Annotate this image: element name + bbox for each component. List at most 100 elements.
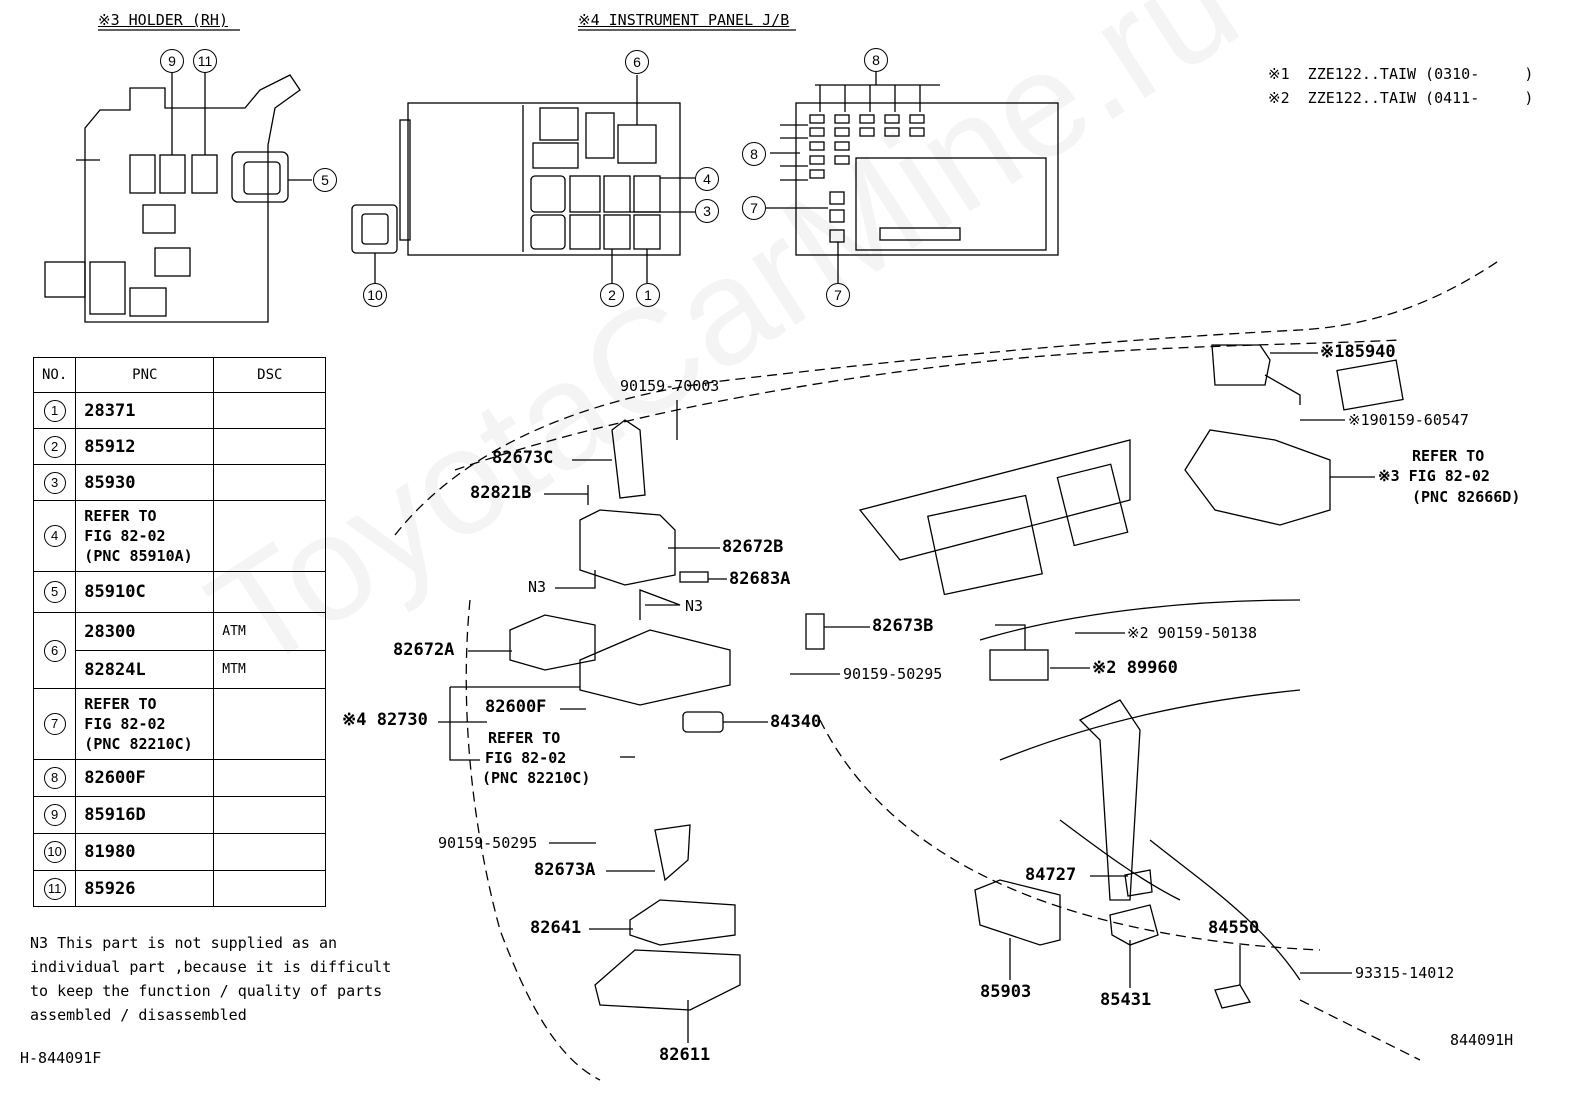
part-93315-14012: 93315-14012 (1355, 964, 1455, 982)
holder-rh-header: ※3 HOLDER (RH) (98, 11, 228, 29)
row-pnc: 85912 (75, 428, 215, 465)
row-pnc: 81980 (75, 833, 215, 871)
callout-2: 2 (600, 283, 624, 307)
row-number: 2 (43, 435, 66, 458)
dashboard-lines (858, 359, 1404, 981)
callout-5: 5 (313, 168, 337, 192)
n3-label-b: N3 (685, 597, 704, 615)
instrument-panel-jb-header: ※4 INSTRUMENT PANEL J/B (578, 11, 790, 29)
n3-label-a: N3 (528, 578, 547, 596)
header-dsc: DSC (213, 357, 327, 393)
row-dsc: MTM (213, 650, 327, 689)
row-pnc: 85910C (75, 571, 215, 613)
part-90159-50295-b: 90159-50295 (438, 834, 538, 852)
callout-7-left: 7 (742, 196, 766, 220)
row-number: 3 (43, 471, 66, 494)
callout-4: 4 (695, 167, 719, 191)
row-number: 5 (43, 581, 66, 603)
part-82672b: 82672B (722, 537, 784, 557)
table-row: 82824L MTM (34, 650, 327, 689)
row-number: 1 (43, 399, 66, 422)
table-row: 3 85930 (32, 464, 327, 501)
refer-pnc-label-b: (PNC 82666D) (1412, 488, 1521, 506)
applicability-note-1: ※1 ZZE122..TAIW (0310- ) (1268, 65, 1534, 83)
callout-10: 10 (363, 283, 387, 307)
row-number: 4 (43, 525, 66, 547)
row-number: 9 (43, 804, 66, 826)
part-90159-50295-a: 90159-50295 (843, 665, 943, 683)
row-number: 6 (43, 639, 66, 662)
row-pnc: 82600F (75, 759, 215, 797)
part-82683a: 82683A (729, 569, 791, 589)
table-row: 10 81980 (32, 833, 327, 871)
parts-table: NO. PNC DSC 1 28371 2 85912 3 85930 4 RE… (32, 357, 327, 907)
header-no: NO. (32, 357, 77, 393)
part-84340: 84340 (770, 712, 822, 732)
row-number: 11 (43, 877, 66, 900)
dashboard-outline (394, 259, 1501, 1081)
row-dsc (213, 464, 327, 501)
part-82821b: 82821B (470, 483, 532, 503)
part-84727: 84727 (1025, 865, 1077, 885)
row-dsc (213, 571, 327, 613)
callout-8-left: 8 (742, 142, 766, 166)
refer-fig-label-b: ※3 FIG 82-02 (1378, 467, 1490, 485)
figure-code-left: H-844091F (20, 1049, 102, 1067)
leader-lines (438, 352, 1375, 1043)
part-90159-60547: ※190159-60547 (1348, 411, 1469, 429)
table-row: 11 85926 (32, 870, 327, 907)
callout-1: 1 (636, 283, 660, 307)
part-82672a: 82672A (393, 640, 455, 660)
row-dsc (213, 796, 327, 834)
row-pnc: 85916D (75, 796, 215, 834)
part-82730: ※4 82730 (342, 710, 428, 730)
row-dsc (213, 500, 327, 572)
part-90159-70003: 90159-70003 (620, 377, 720, 395)
figure-code-right: 844091H (1450, 1031, 1514, 1049)
row-pnc: REFER TO FIG 82-02 (PNC 85910A) (75, 500, 215, 572)
holder-rh-drawing (44, 70, 312, 323)
callout-6: 6 (625, 50, 649, 74)
part-85940: ※185940 (1320, 342, 1396, 362)
callout-7-bottom: 7 (826, 283, 850, 307)
table-row: 5 85910C (32, 571, 327, 613)
row-pnc: 28300 (75, 612, 215, 651)
part-82673c: 82673C (492, 448, 554, 468)
row-number: 8 (43, 767, 66, 789)
row-dsc (213, 428, 327, 465)
part-82673b: 82673B (872, 616, 934, 636)
refer-fig-label: FIG 82-02 (485, 749, 567, 767)
row-number: 10 (43, 841, 66, 863)
table-row: 6 28300 ATM (32, 612, 327, 689)
note-line: N3 This part is not supplied as an (30, 934, 338, 952)
refer-pnc-label: (PNC 82210C) (482, 769, 591, 787)
callout-11: 11 (193, 49, 217, 73)
jb-front-drawing (351, 75, 695, 283)
callout-8-top: 8 (864, 48, 888, 72)
row-pnc: 85926 (75, 870, 215, 907)
table-row: 2 85912 (32, 428, 327, 465)
note-line: individual part ,because it is difficult (30, 958, 392, 976)
part-82673a: 82673A (534, 860, 596, 880)
part-89960: ※2 89960 (1092, 658, 1178, 678)
part-84550: 84550 (1208, 918, 1260, 938)
part-82611: 82611 (659, 1045, 711, 1065)
n3-note: N3 This part is not supplied as an indiv… (30, 931, 391, 1027)
part-82641: 82641 (530, 918, 582, 938)
part-90159-50138: ※2 90159-50138 (1127, 624, 1257, 642)
note-line: assembled / disassembled (30, 1006, 247, 1024)
applicability-note-2: ※2 ZZE122..TAIW (0411- ) (1268, 89, 1534, 107)
header-pnc: PNC (75, 357, 215, 393)
table-row: 8 82600F (32, 759, 327, 797)
table-header-row: NO. PNC DSC (32, 357, 327, 393)
table-row: 7 REFER TO FIG 82-02 (PNC 82210C) (32, 688, 327, 760)
row-dsc (213, 392, 327, 429)
jb-rear-drawing (766, 72, 1059, 283)
part-85903: 85903 (980, 982, 1032, 1002)
part-82600f: 82600F (485, 697, 547, 717)
row-dsc (213, 688, 327, 760)
row-dsc (213, 833, 327, 871)
table-row: 4 REFER TO FIG 82-02 (PNC 85910A) (32, 500, 327, 572)
refer-to-label: REFER TO (488, 729, 561, 747)
